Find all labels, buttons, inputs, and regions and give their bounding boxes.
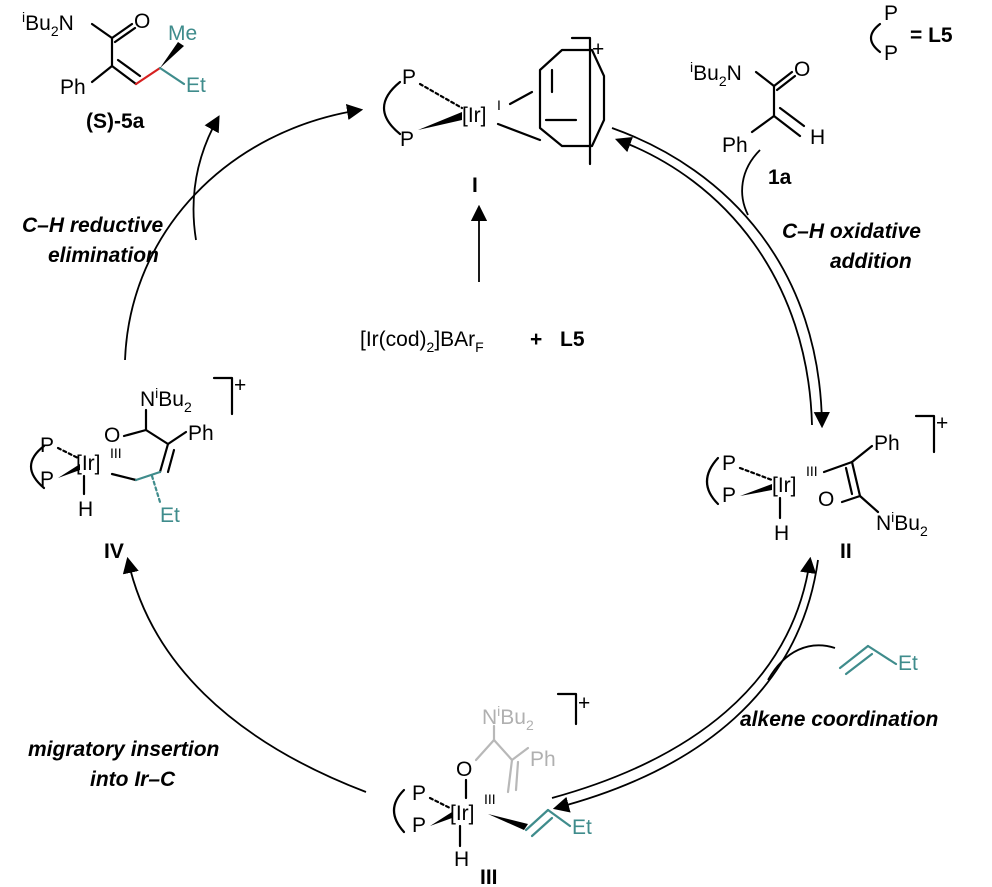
compound-label-II: II [840, 540, 852, 563]
svg-text:Ph: Ph [188, 422, 214, 445]
product-5a: iBu2N O Me Et Ph (S)-5a [22, 9, 206, 133]
svg-text:P: P [40, 434, 54, 457]
precatalyst-plus: + [530, 328, 542, 351]
compound-label-III: III [480, 866, 498, 887]
arrow-ii-to-iii [552, 559, 819, 813]
step-migratory-insertion-line2: into Ir–C [90, 768, 176, 791]
product-amide-nitrogen: iBu2N [22, 9, 74, 39]
arrow-ii-to-i [614, 136, 813, 426]
svg-text:O: O [134, 10, 150, 33]
svg-text:H: H [810, 126, 825, 149]
cod-ring-icon [538, 48, 606, 148]
svg-text:P: P [722, 452, 736, 475]
legend-p-bottom: P [884, 42, 898, 65]
ligand-arc-icon [705, 456, 720, 506]
wedge-bond-icon [430, 812, 452, 826]
svg-text:Ph: Ph [530, 748, 556, 771]
metal-ir: [Ir] [450, 802, 475, 825]
wedge-bond-icon [740, 484, 772, 496]
legend-equals-l5: = L5 [910, 24, 953, 47]
substrate-1a: iBu2N O Ph H 1a [690, 58, 825, 189]
compound-label-I: I [472, 174, 478, 197]
svg-text:+: + [592, 38, 604, 61]
svg-text:H: H [774, 522, 789, 545]
svg-text:III: III [110, 445, 122, 461]
svg-text:I: I [497, 97, 501, 113]
arrow-i-to-ii [611, 127, 830, 429]
svg-text:Me: Me [168, 22, 197, 45]
wedge-bond-icon [488, 814, 528, 830]
ligand-arc-icon [392, 788, 406, 834]
svg-text:P: P [402, 66, 416, 89]
arrow-iii-to-iv [122, 556, 367, 793]
bidentate-bracket-icon [869, 22, 882, 54]
step-alkene-coordination: alkene coordination [740, 708, 938, 731]
svg-text:III: III [484, 791, 496, 807]
svg-text:H: H [78, 498, 93, 521]
precatalyst-label: [Ir(cod)2]BArF + L5 [360, 328, 585, 355]
ligand-legend: P P = L5 [869, 2, 953, 65]
svg-text:Ph: Ph [874, 432, 900, 455]
metal-ir: [Ir] [462, 104, 487, 127]
svg-text:Et: Et [898, 652, 918, 675]
step-reductive-elimination-line1: C–H reductive [22, 214, 164, 237]
complex-III: P P [Ir] III O H Ph NiBu2 + Et III [392, 692, 592, 887]
svg-text:O: O [104, 424, 120, 447]
step-oxidative-addition-line1: C–H oxidative [782, 220, 921, 243]
svg-text:P: P [412, 814, 426, 837]
svg-text:Et: Et [572, 816, 592, 839]
svg-text:III: III [806, 463, 818, 479]
svg-text:Et: Et [160, 504, 180, 527]
svg-text:Et: Et [186, 74, 206, 97]
metal-ir: [Ir] [76, 452, 101, 475]
svg-text:Ph: Ph [722, 134, 748, 157]
compound-label-1a: 1a [768, 166, 792, 189]
step-migratory-insertion-line1: migratory insertion [28, 738, 219, 761]
wedge-bond-icon [418, 112, 462, 130]
svg-text:P: P [412, 782, 426, 805]
complex-II: P P [Ir] III H O Ph NiBu2 + II [705, 412, 948, 563]
cycle-arrows [122, 103, 836, 813]
alkene-entry-curve [767, 644, 836, 681]
svg-text:O: O [818, 488, 834, 511]
substrate-entry-curve [741, 149, 761, 216]
compound-label-IV: IV [104, 540, 124, 563]
svg-text:P: P [40, 468, 54, 491]
complex-I: P P [Ir] I + I [383, 36, 606, 197]
svg-text:+: + [234, 374, 246, 397]
metal-ir: [Ir] [772, 474, 797, 497]
step-oxidative-addition-line2: addition [830, 250, 912, 273]
arrow-iv-to-i [124, 103, 364, 361]
amide-nitrogen: NiBu2 [482, 703, 534, 733]
amide-nitrogen: iBu2N [690, 59, 742, 89]
compound-label-5a: (S)-5a [86, 110, 145, 133]
svg-text:+: + [936, 412, 948, 435]
legend-p-top: P [884, 2, 898, 25]
arrow-iii-to-ii [551, 556, 817, 799]
wedge-bond-icon [58, 464, 80, 478]
precatalyst-reagent: [Ir(cod)2]BArF [360, 328, 484, 355]
complex-IV: P P [Ir] III H O NiBu2 Ph Et + IV [29, 374, 246, 563]
step-reductive-elimination-line2: elimination [48, 244, 159, 267]
precatalyst-ligand: L5 [560, 328, 585, 351]
alkene-reagent: Et [838, 644, 918, 676]
svg-text:Ph: Ph [60, 76, 86, 99]
svg-text:O: O [456, 758, 472, 781]
step-labels: C–H reductive elimination C–H oxidative … [22, 214, 938, 791]
svg-text:H: H [454, 848, 469, 871]
svg-text:P: P [400, 128, 414, 151]
amide-nitrogen: NiBu2 [876, 509, 928, 539]
ligand-arc-icon [383, 80, 402, 136]
amide-nitrogen: NiBu2 [140, 385, 192, 415]
arrow-to-product [192, 115, 220, 241]
svg-text:+: + [578, 692, 590, 715]
ligand-arc-icon [29, 444, 46, 490]
svg-text:P: P [722, 484, 736, 507]
svg-text:O: O [794, 58, 810, 81]
stereo-wedge-icon [160, 42, 184, 68]
